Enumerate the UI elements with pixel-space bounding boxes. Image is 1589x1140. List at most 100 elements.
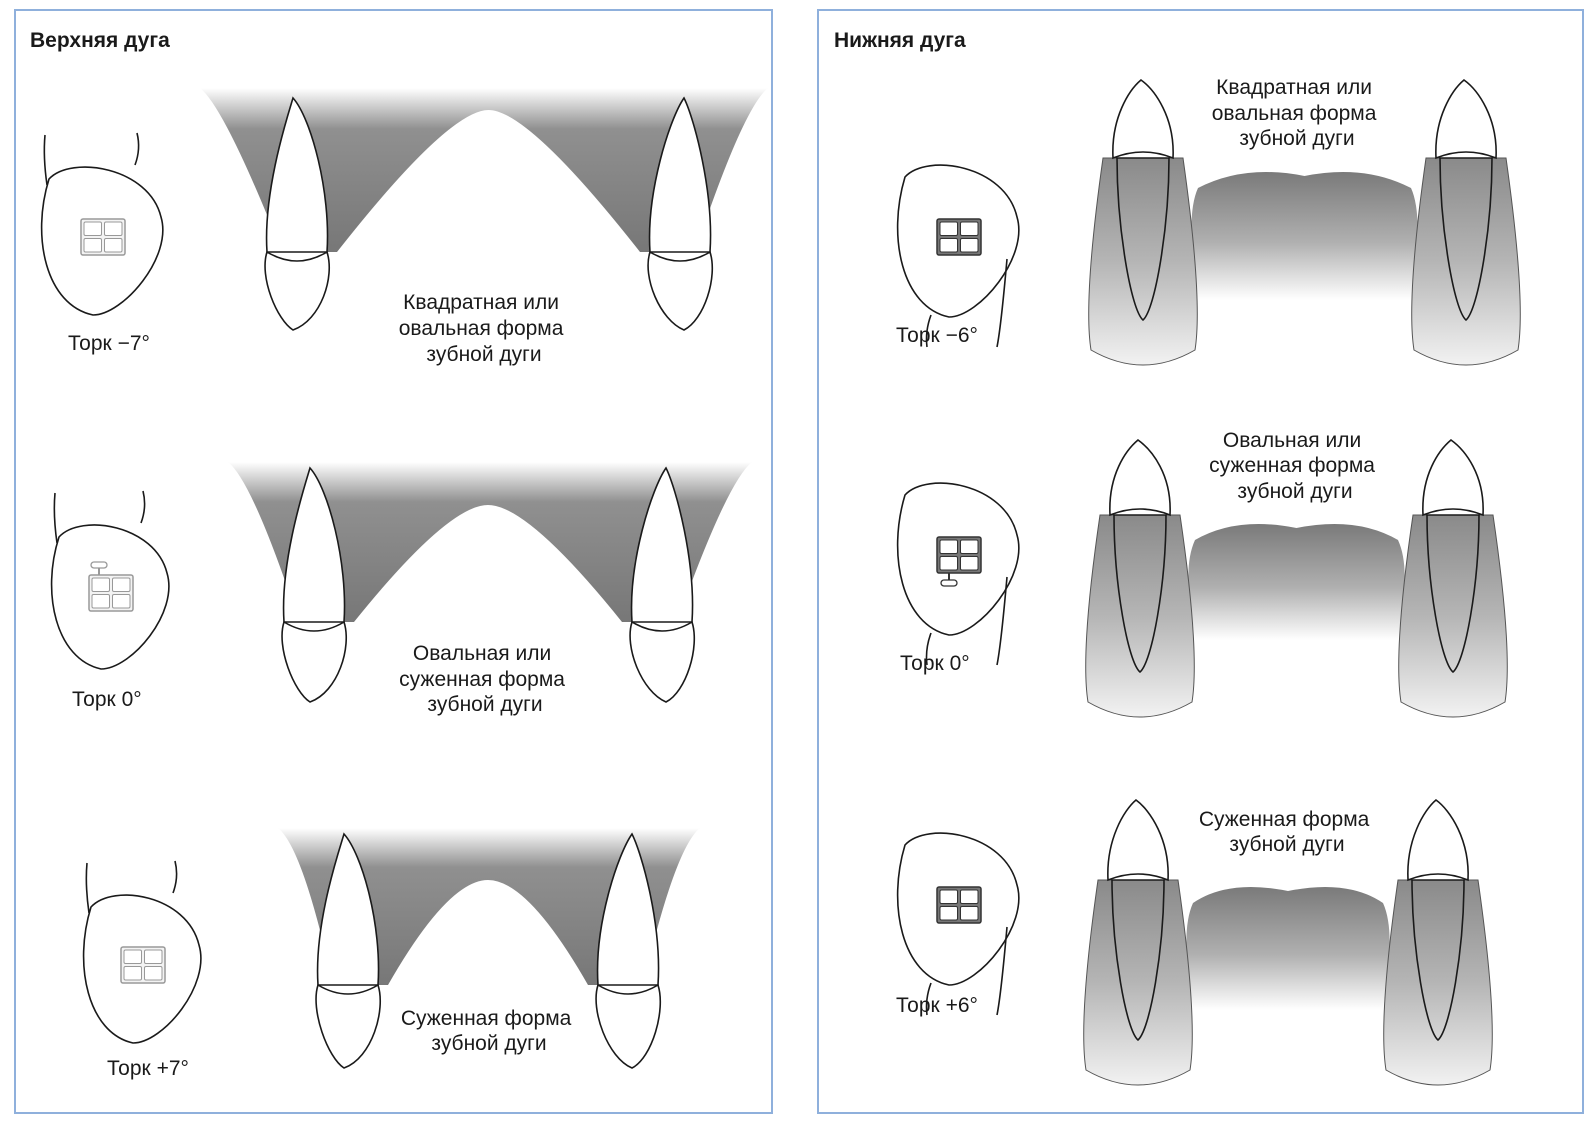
incisor-root bbox=[1426, 514, 1480, 674]
gum-tissue bbox=[228, 462, 752, 622]
torque-label: Торк −6° bbox=[896, 324, 978, 347]
bracket-wing bbox=[960, 906, 979, 921]
root-line bbox=[134, 132, 140, 166]
incisor-crown bbox=[1107, 798, 1169, 882]
canine-crown bbox=[595, 983, 662, 1069]
bracket-wing bbox=[112, 577, 131, 592]
root-line bbox=[925, 314, 932, 348]
root-line bbox=[996, 576, 1008, 666]
gum-sleeve bbox=[1085, 514, 1195, 718]
bracket-wing bbox=[91, 577, 110, 592]
arch-form-caption: Квадратная или овальная форма зубной дуг… bbox=[399, 291, 570, 366]
canine-crown bbox=[281, 620, 348, 703]
upper-tooth-diagram-3 bbox=[278, 828, 700, 1069]
bracket-wing bbox=[83, 238, 102, 253]
arch-form-caption: Суженная форма зубной дуги bbox=[1199, 808, 1375, 856]
canine-crown bbox=[629, 620, 696, 703]
incisor-root bbox=[1111, 879, 1165, 1042]
canine-root bbox=[282, 466, 346, 623]
torque-label: Торк 0° bbox=[72, 688, 142, 711]
torque-label: Торк 0° bbox=[900, 652, 970, 675]
bracket-wing bbox=[960, 539, 979, 554]
root-line bbox=[53, 492, 58, 544]
root-line bbox=[925, 982, 932, 1016]
canine-root bbox=[648, 96, 712, 253]
upper-arch-title: Верхняя дуга bbox=[30, 29, 170, 52]
bracket-tooth-icon bbox=[896, 164, 1020, 348]
bracket-tooth-icon bbox=[896, 482, 1020, 666]
gum-tissue bbox=[200, 88, 768, 252]
torque-label: Торк −7° bbox=[68, 332, 150, 355]
bracket-wing bbox=[83, 221, 102, 236]
bracket-wing bbox=[104, 238, 123, 253]
bracket-tooth-icon bbox=[896, 832, 1020, 1016]
root-line bbox=[140, 490, 146, 524]
bracket-tooth-icon bbox=[82, 860, 202, 1044]
gum-sleeve bbox=[1083, 879, 1193, 1086]
bracket-wing bbox=[960, 238, 979, 253]
arch-form-caption: Овальная или суженная форма зубной дуги bbox=[399, 642, 571, 716]
bracket-wing bbox=[104, 221, 123, 236]
bracket-tooth-icon bbox=[40, 132, 164, 316]
incisor-crown bbox=[1109, 438, 1171, 517]
bracket-wing bbox=[123, 949, 142, 964]
canine-root bbox=[316, 832, 380, 986]
incisor-crown bbox=[1422, 438, 1484, 517]
canine-crown bbox=[315, 983, 382, 1069]
bracket-hook bbox=[90, 561, 108, 569]
incisor-crown bbox=[1112, 78, 1174, 160]
bracket-wing bbox=[939, 556, 958, 571]
canine-crown bbox=[647, 250, 714, 331]
lower-tooth-diagram-3 bbox=[1083, 798, 1493, 1086]
arch-form-caption: Квадратная или овальная форма зубной дуг… bbox=[1212, 76, 1383, 150]
lower-arch-panel-frame bbox=[817, 9, 1584, 1114]
bracket-wing bbox=[144, 949, 163, 964]
incisor-crown bbox=[1407, 798, 1469, 882]
root-line bbox=[925, 632, 932, 666]
lower-arch-title: Нижняя дуга bbox=[834, 29, 966, 52]
canine-root bbox=[596, 832, 660, 986]
torque-label: Торк +7° bbox=[107, 1057, 189, 1080]
gum-sleeve bbox=[1411, 157, 1521, 366]
bracket-wing bbox=[960, 221, 979, 236]
bracket-wing bbox=[123, 966, 142, 981]
gum-tissue bbox=[1188, 524, 1405, 640]
gum-tissue bbox=[1191, 172, 1418, 300]
upper-tooth-diagram-2 bbox=[228, 462, 752, 703]
bracket-wing bbox=[144, 966, 163, 981]
canine-root bbox=[630, 466, 694, 623]
bracket-wing bbox=[939, 539, 958, 554]
incisor-root bbox=[1116, 157, 1170, 322]
root-line bbox=[85, 862, 90, 914]
bracket-wing bbox=[939, 238, 958, 253]
bracket-wing bbox=[939, 889, 958, 904]
root-line bbox=[43, 134, 48, 186]
gum-sleeve bbox=[1398, 514, 1508, 718]
gum-tissue bbox=[1186, 887, 1390, 1010]
root-line bbox=[172, 860, 178, 894]
canine-root bbox=[265, 96, 329, 253]
incisor-root bbox=[1411, 879, 1465, 1042]
incisor-root bbox=[1113, 514, 1167, 674]
canine-crown bbox=[264, 250, 331, 331]
torque-label: Торк +6° bbox=[896, 994, 978, 1017]
bracket-wing bbox=[939, 906, 958, 921]
bracket-wing bbox=[960, 556, 979, 571]
upper-tooth-diagram-1 bbox=[200, 88, 768, 331]
bracket-hook bbox=[940, 579, 958, 587]
root-line bbox=[996, 926, 1008, 1016]
bracket-wing bbox=[939, 221, 958, 236]
incisor-root bbox=[1439, 157, 1493, 322]
bracket-wing bbox=[960, 889, 979, 904]
incisor-crown bbox=[1435, 78, 1497, 160]
arch-form-caption: Овальная или суженная форма зубной дуги bbox=[1209, 429, 1381, 503]
upper-arch-panel-frame bbox=[14, 9, 773, 1114]
arch-form-caption: Суженная форма зубной дуги bbox=[401, 1007, 577, 1055]
lower-tooth-diagram-2 bbox=[1085, 438, 1508, 718]
lower-tooth-diagram-1 bbox=[1088, 78, 1521, 366]
bracket-wing bbox=[91, 594, 110, 609]
bracket-wing bbox=[112, 594, 131, 609]
gum-sleeve bbox=[1383, 879, 1493, 1086]
gum-sleeve bbox=[1088, 157, 1198, 366]
